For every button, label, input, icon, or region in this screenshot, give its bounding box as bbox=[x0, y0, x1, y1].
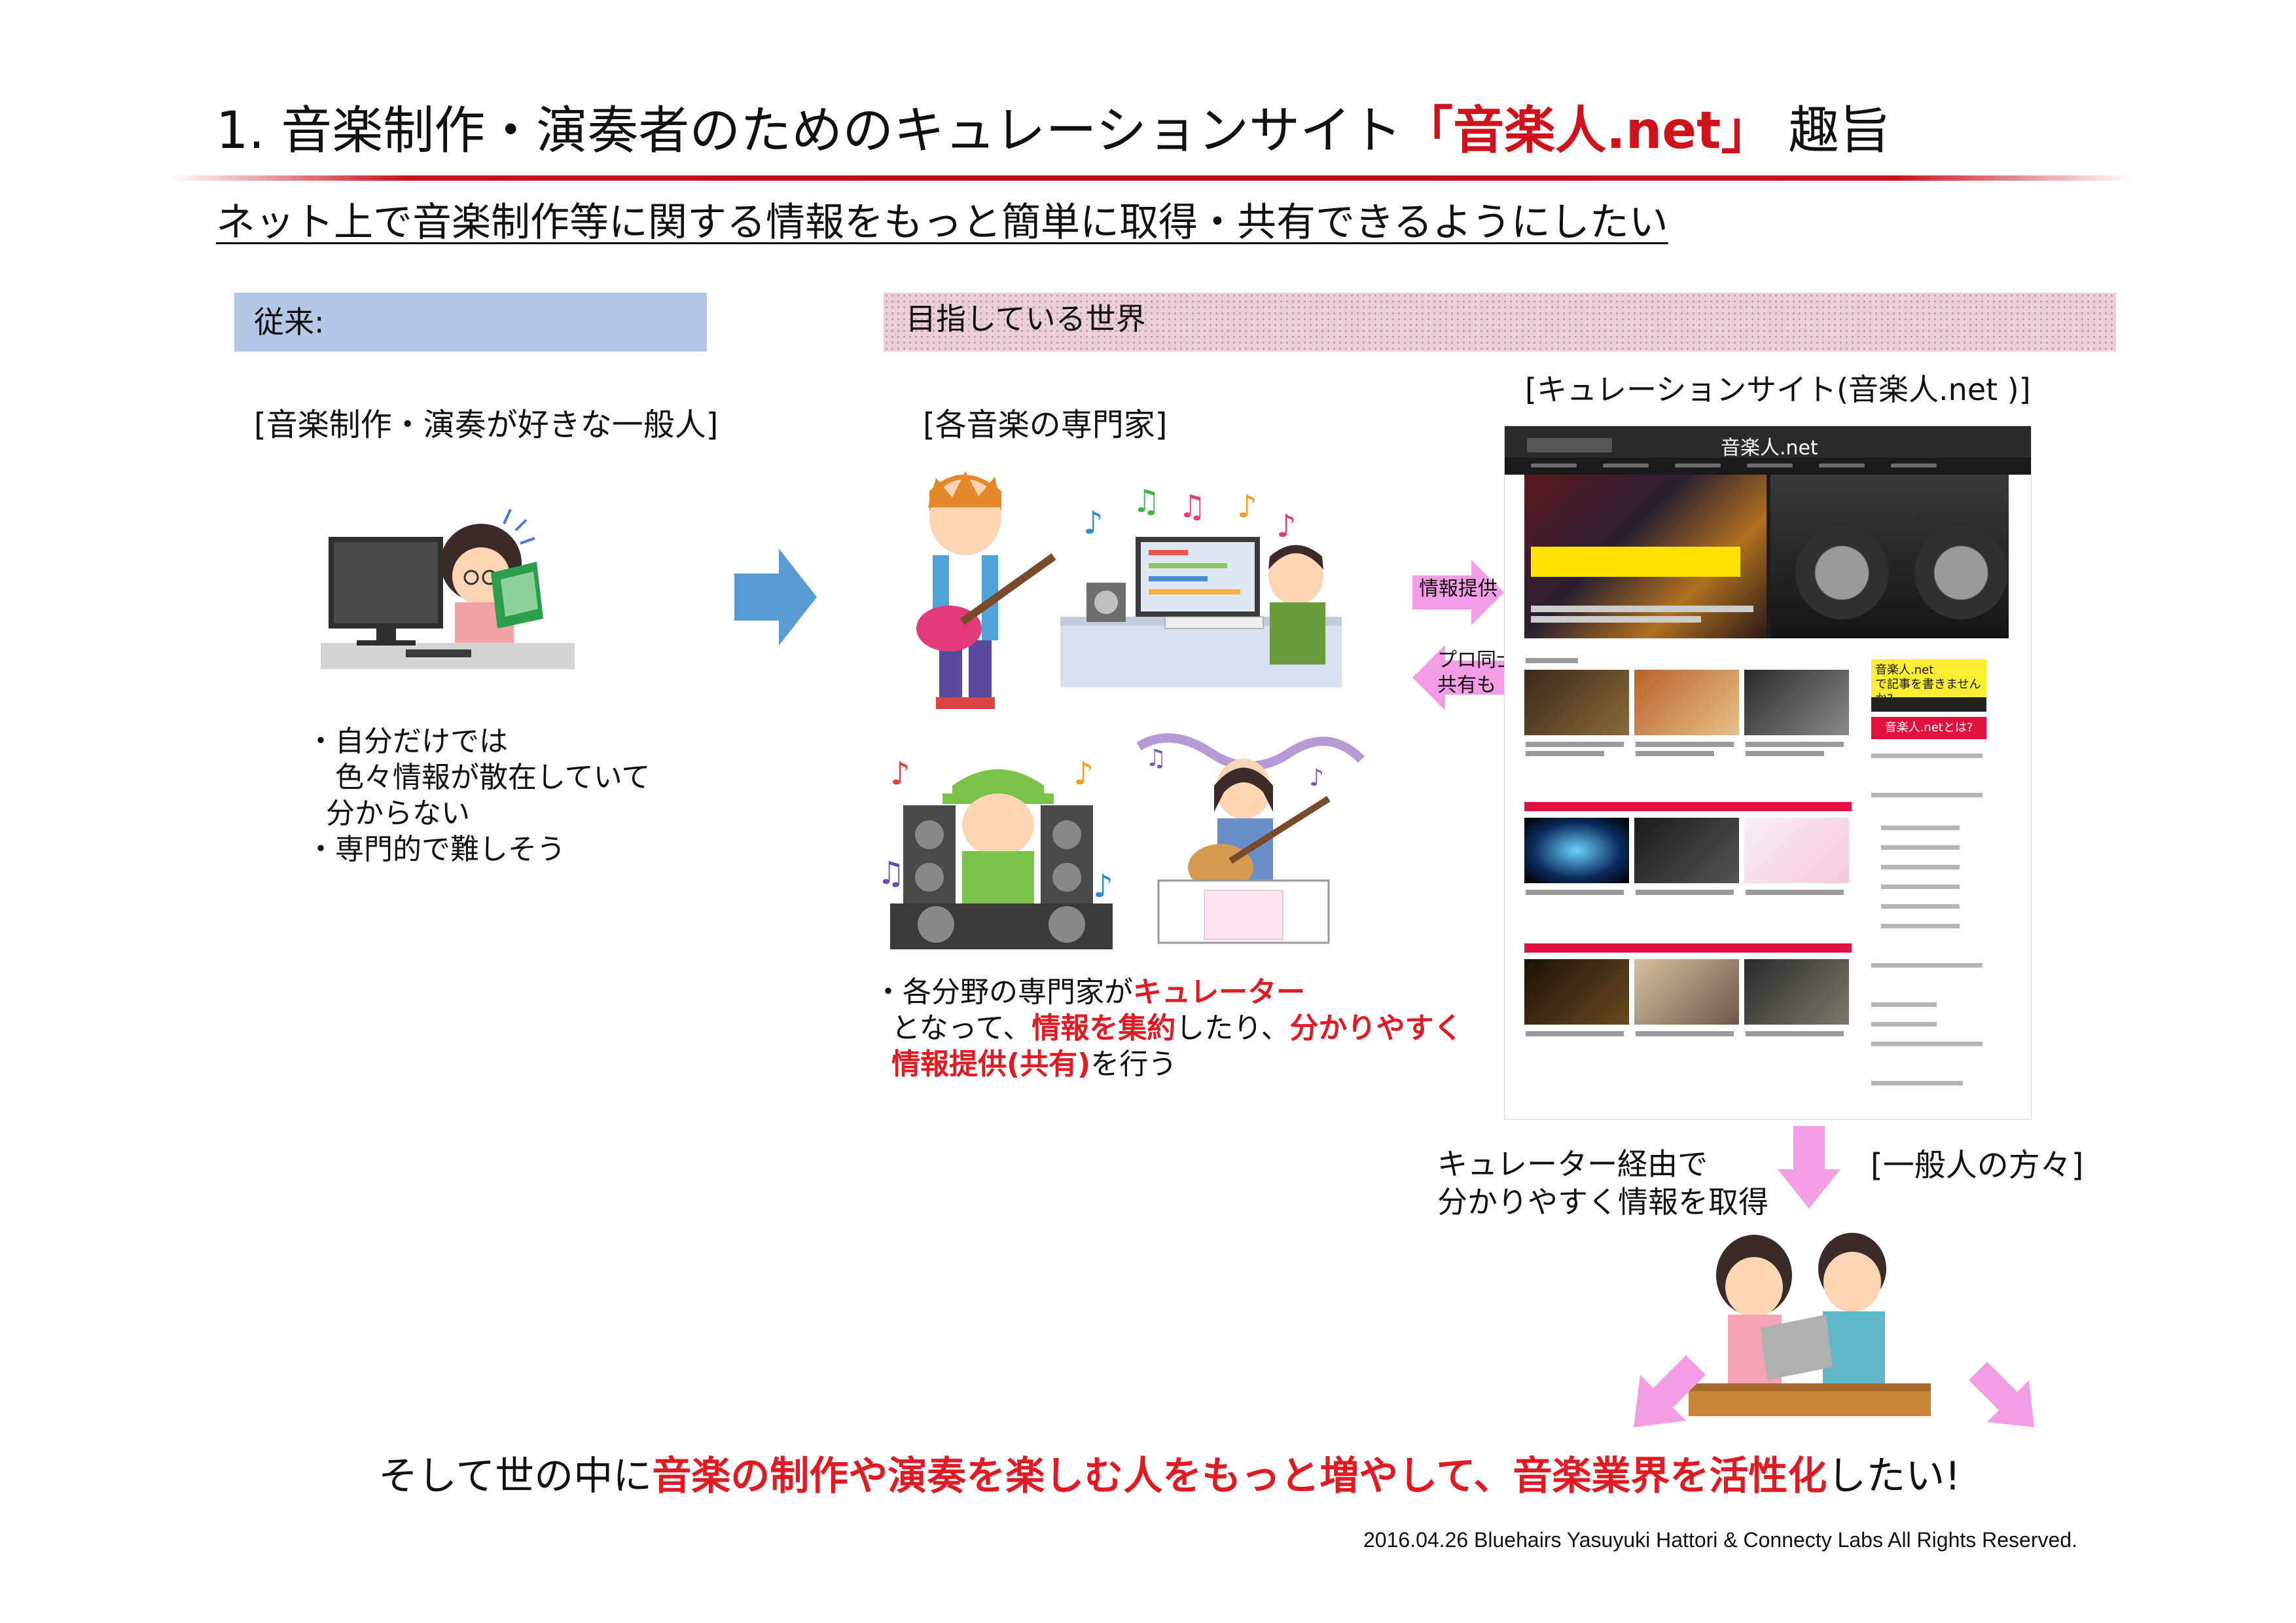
section-banner-before: 従来: bbox=[234, 293, 707, 352]
site-nav-bar bbox=[1505, 458, 2031, 475]
experts-line-2-a: となって、 bbox=[891, 1012, 1032, 1045]
pro-share-label-2: 共有も bbox=[1437, 674, 1496, 697]
experts-line-2: となって、情報を集約したり、分かりやすく bbox=[891, 1010, 1463, 1047]
experts-share-highlight: 情報提供(共有) bbox=[891, 1048, 1091, 1081]
public-caption-line-1: キュレーター経由で bbox=[1437, 1146, 1708, 1182]
title-suffix: 趣旨 bbox=[1772, 101, 1891, 160]
site-hero bbox=[1524, 475, 2009, 638]
experts-heading: [各音楽の専門家] bbox=[923, 407, 1168, 443]
svg-text:♫: ♫ bbox=[1145, 745, 1166, 772]
copyright-footer: 2016.04.26 Bluehairs Yasuyuki Hattori & … bbox=[1363, 1528, 2077, 1552]
pro-share-arrow-icon bbox=[1412, 645, 1504, 710]
conclusion-line: そして世の中に音楽の制作や演奏を楽しむ人をもっと増やして、音楽業界を活性化したい… bbox=[378, 1450, 1960, 1503]
svg-text:♪: ♪ bbox=[890, 756, 910, 792]
section-banner-goal: 目指している世界 bbox=[884, 293, 2116, 352]
down-left-arrow-icon bbox=[1634, 1355, 1706, 1427]
experts-line-2-c: したり、 bbox=[1175, 1012, 1290, 1045]
site-write-banner: 音楽人.net で記事を書きませんか? bbox=[1871, 659, 1986, 697]
provide-info-label: 情報提供 bbox=[1419, 577, 1498, 600]
before-bullet-1-line-3: 分からない bbox=[326, 797, 470, 830]
svg-text:♫: ♫ bbox=[1132, 483, 1160, 520]
title-prefix: 1. 音楽制作・演奏者のためのキュレーションサイト bbox=[216, 101, 1403, 160]
title-divider bbox=[169, 175, 2131, 181]
before-heading: [音楽制作・演奏が好きな一般人] bbox=[254, 407, 719, 443]
site-logo: 音楽人.net bbox=[1721, 437, 1818, 460]
curation-heading: [キュレーションサイト(音楽人.net )] bbox=[1525, 372, 2031, 407]
conclusion-highlight: 音楽の制作や演奏を楽しむ人をもっと増やして、音楽業界を活性化 bbox=[652, 1453, 1827, 1499]
svg-text:♪: ♪ bbox=[1083, 505, 1103, 541]
title-site-name: 「音楽人.net」 bbox=[1402, 101, 1772, 160]
right-arrow-icon bbox=[734, 549, 817, 646]
before-bullet-1-line-2: 色々情報が散在していて bbox=[335, 761, 651, 794]
conclusion-a: そして世の中に bbox=[378, 1453, 653, 1499]
svg-text:♪: ♪ bbox=[1237, 488, 1257, 525]
provide-info-arrow-icon bbox=[1412, 560, 1504, 625]
before-bullet-2: ・専門的で難しそう bbox=[306, 833, 565, 866]
down-right-arrow-icon bbox=[1969, 1362, 2034, 1427]
site-about-button: 音楽人.netとは? bbox=[1871, 717, 1986, 739]
guitar-composer-illustration: ♫ ♪ bbox=[1136, 733, 1365, 944]
conclusion-c: したい! bbox=[1827, 1453, 1961, 1499]
experts-curator-highlight: キュレーター bbox=[1133, 976, 1306, 1009]
dj-illustration: ♪ ♪ ♫ ♪ bbox=[877, 756, 1113, 949]
down-arrow-icon bbox=[1778, 1126, 1840, 1209]
site-search-box bbox=[1527, 438, 1612, 452]
svg-text:♪: ♪ bbox=[1073, 756, 1094, 792]
slide-subtitle: ネット上で音楽制作等に関する情報をもっと簡単に取得・共有できるようにしたい bbox=[216, 200, 1668, 246]
svg-text:♪: ♪ bbox=[1276, 508, 1297, 545]
curation-site-screenshot: 音楽人.net 音楽人.net で記事を書きませんか? 音楽人. bbox=[1504, 426, 2032, 1120]
experts-line-1: ・各分野の専門家がキュレーター bbox=[874, 974, 1305, 1011]
experts-line-3-b: を行う bbox=[1090, 1048, 1177, 1081]
dtm-producer-illustration: ♪ ♫ ♫ ♪ ♪ bbox=[1060, 483, 1342, 687]
pro-share-label-1: プロ同士 bbox=[1437, 649, 1516, 672]
svg-text:♪: ♪ bbox=[1309, 765, 1324, 792]
public-caption-line-2: 分かりやすく情報を取得 bbox=[1437, 1184, 1768, 1220]
couple-laptop-illustration bbox=[1689, 1233, 1931, 1416]
svg-text:♫: ♫ bbox=[877, 855, 905, 892]
public-heading: [一般人の方々] bbox=[1871, 1147, 2084, 1184]
svg-text:♪: ♪ bbox=[1093, 868, 1113, 905]
experts-aggregate-highlight: 情報を集約 bbox=[1031, 1012, 1176, 1045]
confused-person-illustration bbox=[321, 509, 575, 669]
slide-title: 1. 音楽制作・演奏者のためのキュレーションサイト「音楽人.net」 趣旨 bbox=[216, 98, 1890, 164]
experts-line-3: 情報提供(共有)を行う bbox=[891, 1046, 1177, 1083]
experts-line-1-a: ・各分野の専門家が bbox=[874, 976, 1133, 1009]
svg-text:♫: ♫ bbox=[1178, 488, 1206, 525]
guitarist-illustration bbox=[916, 471, 1056, 709]
before-bullet-1-line-1: ・自分だけでは bbox=[306, 725, 508, 758]
experts-clear-highlight: 分かりやすく bbox=[1289, 1012, 1463, 1045]
